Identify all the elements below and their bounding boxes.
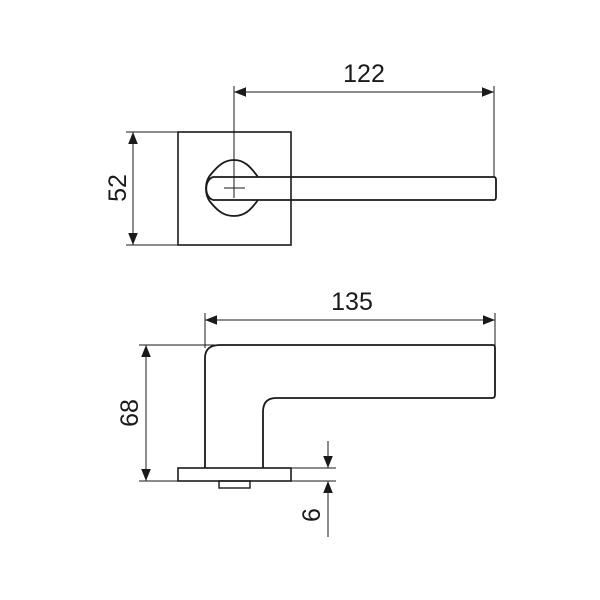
side-view (139, 313, 496, 537)
lever-bar-rounded-end (205, 176, 214, 201)
dim-label-135: 135 (331, 288, 373, 316)
lever-bar (213, 176, 497, 201)
dim-label-122: 122 (343, 60, 385, 88)
spindle-boss (205, 159, 259, 217)
rose-plate (177, 467, 292, 482)
spindle-tab (218, 480, 251, 489)
lever-profile (204, 344, 496, 468)
dim-label-6: 6 (298, 508, 326, 522)
dim-label-68: 68 (116, 399, 144, 427)
top-view (126, 86, 497, 246)
dim-label-52: 52 (104, 174, 132, 202)
